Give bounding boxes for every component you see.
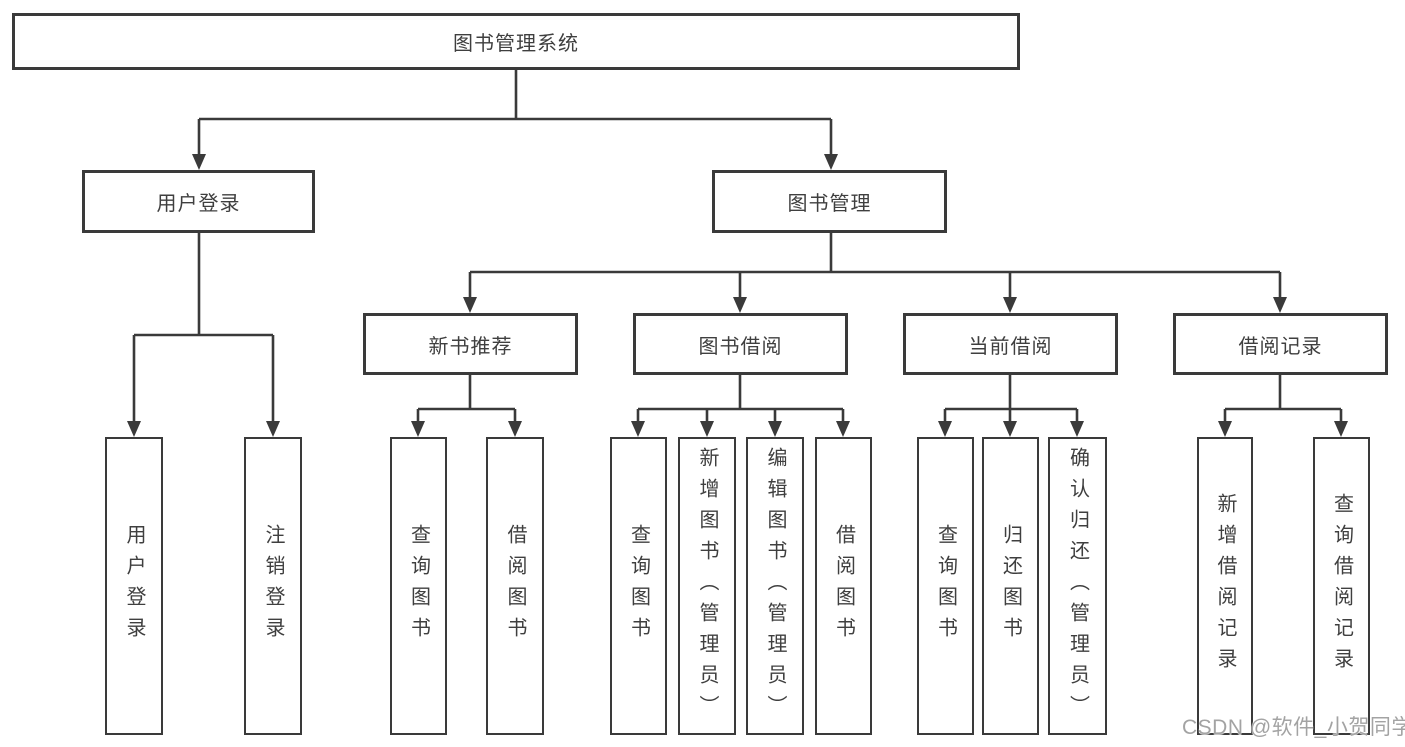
leaf-return-book: 归还图书 <box>982 437 1039 735</box>
leaf-user-login: 用户登录 <box>105 437 163 735</box>
arrow-icon <box>1003 297 1017 313</box>
arrow-icon <box>1003 421 1017 437</box>
leaf-label: 借阅图书 <box>832 524 855 648</box>
leaf-query-books-current: 查询图书 <box>917 437 974 735</box>
arrow-icon <box>700 421 714 437</box>
arrow-icon <box>411 421 425 437</box>
node-user-login: 用户登录 <box>82 170 315 233</box>
leaf-label: 查询借阅记录 <box>1330 493 1353 679</box>
arrow-icon <box>508 421 522 437</box>
watermark: CSDN @软件_小贺同学 <box>1182 716 1405 739</box>
leaf-label: 查询图书 <box>934 524 957 648</box>
leaf-query-borrow-record: 查询借阅记录 <box>1313 437 1370 735</box>
arrow-icon <box>127 421 141 437</box>
leaf-logout: 注销登录 <box>244 437 302 735</box>
arrow-icon <box>768 421 782 437</box>
arrow-icon <box>1334 421 1348 437</box>
leaf-add-book-admin: 新增图书（管理员） <box>678 437 736 735</box>
leaf-borrow-books-newrec: 借阅图书 <box>486 437 544 735</box>
leaf-edit-book-admin: 编辑图书（管理员） <box>746 437 804 735</box>
node-book-management: 图书管理 <box>712 170 947 233</box>
arrow-icon <box>631 421 645 437</box>
leaf-label: 查询图书 <box>407 524 430 648</box>
arrow-icon <box>266 421 280 437</box>
leaf-query-books-newrec: 查询图书 <box>390 437 447 735</box>
arrow-icon <box>463 297 477 313</box>
leaf-label: 借阅图书 <box>504 524 526 648</box>
leaf-label: 新增借阅记录 <box>1214 493 1236 679</box>
node-root: 图书管理系统 <box>12 13 1020 70</box>
leaf-label: 确认归还（管理员） <box>1066 446 1089 726</box>
leaf-label: 注销登录 <box>262 524 284 648</box>
leaf-add-borrow-record: 新增借阅记录 <box>1197 437 1253 735</box>
node-book-borrowing: 图书借阅 <box>633 313 848 375</box>
node-current-borrowing: 当前借阅 <box>903 313 1118 375</box>
arrow-icon <box>836 421 850 437</box>
arrow-icon <box>1218 421 1232 437</box>
arrow-icon <box>192 154 206 170</box>
leaf-confirm-return-admin: 确认归还（管理员） <box>1048 437 1107 735</box>
leaf-label: 用户登录 <box>123 524 145 648</box>
node-borrowing-records: 借阅记录 <box>1173 313 1388 375</box>
arrow-icon <box>938 421 952 437</box>
arrow-icon <box>824 154 838 170</box>
leaf-query-books-borrow: 查询图书 <box>610 437 667 735</box>
arrow-icon <box>733 297 747 313</box>
arrow-icon <box>1273 297 1287 313</box>
leaf-label: 新增图书（管理员） <box>696 446 718 726</box>
leaf-label: 查询图书 <box>627 524 650 648</box>
leaf-borrow-books-borrow: 借阅图书 <box>815 437 872 735</box>
leaf-label: 归还图书 <box>999 524 1022 648</box>
arrow-icon <box>1070 421 1084 437</box>
leaf-label: 编辑图书（管理员） <box>764 446 786 726</box>
node-new-book-recommend: 新书推荐 <box>363 313 578 375</box>
